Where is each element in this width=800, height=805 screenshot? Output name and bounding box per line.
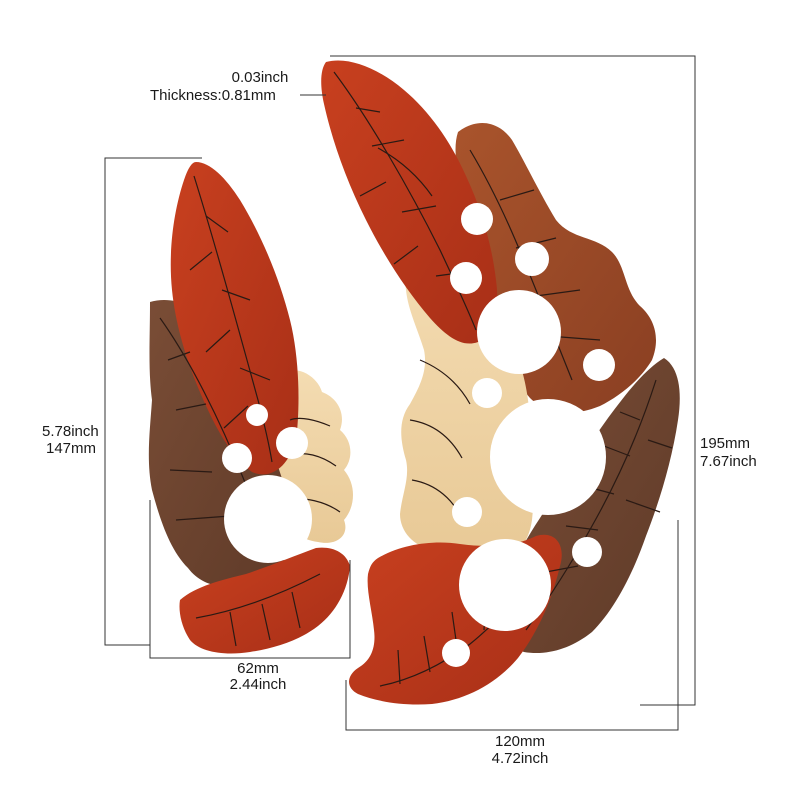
large-height-line xyxy=(330,55,696,706)
thickness-mm-label: Thickness:0.81mm xyxy=(150,87,276,104)
small-top-leaf xyxy=(170,162,299,475)
large-width-line xyxy=(345,520,679,731)
small-width-line xyxy=(149,500,351,659)
small-width-inch-label: 2.44inch xyxy=(229,676,287,693)
small-inlay-piece xyxy=(148,162,353,654)
small-height-line xyxy=(104,157,202,646)
large-height-mm-label: 195mm xyxy=(700,435,751,452)
dimension-lines xyxy=(104,55,696,731)
large-width-inch-label: 4.72inch xyxy=(491,750,549,767)
large-inlay-piece xyxy=(321,60,680,705)
large-piece-holes xyxy=(442,203,615,667)
small-height-mm-label: 147mm xyxy=(46,440,97,457)
small-height-inch-label: 5.78inch xyxy=(42,423,99,440)
small-bottom-leaf xyxy=(179,547,350,654)
small-width-mm-label: 62mm xyxy=(237,660,279,677)
large-width-mm-label: 120mm xyxy=(494,733,546,750)
large-height-inch-label: 7.67inch xyxy=(700,453,757,470)
thickness-inch-label: 0.03inch xyxy=(231,69,289,86)
small-piece-holes xyxy=(222,404,312,563)
